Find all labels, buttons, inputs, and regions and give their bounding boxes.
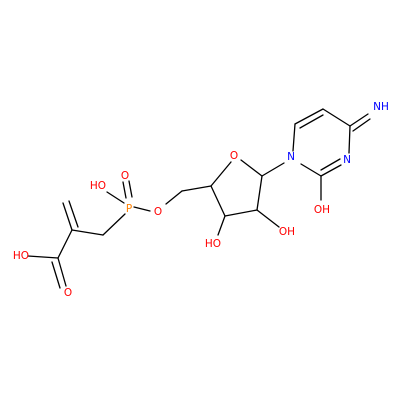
bond-c4-c5 <box>181 185 212 192</box>
p-o-label: O <box>121 170 129 182</box>
bond-c5-c4 <box>322 108 351 127</box>
link-o-label: O <box>154 206 162 218</box>
bond-p-ch2 <box>102 213 126 236</box>
bond-c2-n1 <box>300 163 322 177</box>
acid-o-label: O <box>64 287 72 299</box>
bond-c5-o5 <box>165 190 183 205</box>
bond-c3-oh <box>217 215 226 236</box>
bond-c4-nh-a <box>349 113 369 127</box>
bond-n1-c6 <box>292 123 296 152</box>
p-label: P <box>126 203 132 215</box>
imine-label: NH <box>373 101 389 113</box>
bond-o5-p <box>133 206 151 212</box>
sugar-o-label: O <box>230 150 238 162</box>
bond-c-ch2-b <box>68 200 79 228</box>
bond-p-o-a <box>122 181 127 199</box>
bond-o4-c1 <box>240 159 263 177</box>
ho3-label: HO <box>205 238 221 250</box>
ring-n1-label: N <box>287 151 295 163</box>
bond-n3-c2-a <box>320 164 342 177</box>
bond-c1-c2 <box>256 175 263 211</box>
bonds <box>27 108 371 289</box>
bond-c3-c4 <box>210 185 226 217</box>
ring-oh-label: OH <box>314 204 330 216</box>
bond-c6-c5-b <box>299 114 324 129</box>
bond-cooh-o-b <box>51 261 61 289</box>
bond-c4-nh-b <box>352 118 371 132</box>
bond-cooh-o-a <box>57 257 67 287</box>
bond-n3-c2-b <box>320 158 341 171</box>
bond-c2-c3 <box>224 209 258 217</box>
ring-n3-label: N <box>343 154 351 166</box>
bond-c6-c5-a <box>294 108 324 125</box>
atom-labels: NH N N OH O OH HO O P HO O HO O <box>13 101 389 299</box>
p-oh-label: HO <box>90 180 106 192</box>
ho2-label: OH <box>279 226 295 238</box>
bond-p-o-b <box>128 180 133 198</box>
bond-p-oh <box>106 191 125 204</box>
bond-c2-oh <box>256 209 280 228</box>
bond-c-ch2-a <box>62 202 73 231</box>
bond-c4-o4 <box>210 161 232 187</box>
bond-cooh-oh <box>27 255 59 259</box>
bond-c-cooh <box>57 229 73 259</box>
bond-ch2-c <box>71 229 104 236</box>
bond-c4-n3 <box>348 125 351 154</box>
bond-c1-n1 <box>261 162 285 177</box>
acid-oh-label: HO <box>13 250 29 262</box>
